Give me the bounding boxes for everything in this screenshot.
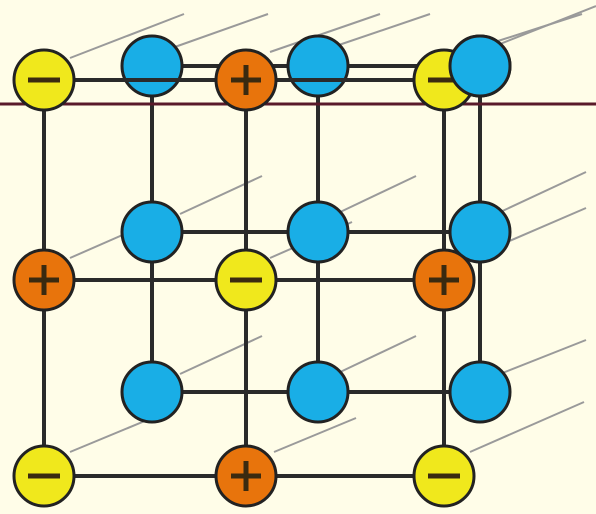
depth-line [69,13,185,59]
blue-ion-b-tr [448,34,512,98]
blue-ion-b-ml [120,200,184,264]
blue-ion-circle [286,360,350,424]
orange-ion-f-mr [412,248,476,312]
depth-line [179,335,263,375]
orange-ion-f-tc [214,48,278,112]
front-plane-atoms [12,34,512,508]
depth-line [494,5,596,47]
blue-ion-b-tl [120,34,184,98]
depth-line [335,175,417,215]
blue-ion-circle [286,200,350,264]
blue-ion-b-bc [286,360,350,424]
orange-ion-f-ml [12,248,76,312]
depth-line [335,335,417,375]
blue-ion-b-bl [120,360,184,424]
yellow-ion-f-tl [12,48,76,112]
blue-ion-circle [120,34,184,98]
depth-line [329,13,431,49]
blue-ion-circle [448,200,512,264]
blue-ion-circle [120,360,184,424]
yellow-ion-f-br [412,444,476,508]
blue-ion-b-mr [448,200,512,264]
depth-line [495,171,587,215]
yellow-ion-f-mc [214,248,278,312]
depth-line [179,175,263,215]
blue-ion-circle [448,34,512,98]
depth-line [171,13,269,49]
yellow-ion-f-bl [12,444,76,508]
orange-ion-f-bc [214,444,278,508]
depth-line [499,339,587,375]
depth-line [269,13,381,53]
depth-line [273,417,357,453]
depth-line [469,401,585,453]
blue-ion-circle [286,34,350,98]
blue-ion-b-br [448,360,512,424]
depth-line [69,417,153,453]
blue-ion-b-mc [286,200,350,264]
blue-ion-circle [448,360,512,424]
blue-ion-b-tc [286,34,350,98]
blue-ion-circle [120,200,184,264]
